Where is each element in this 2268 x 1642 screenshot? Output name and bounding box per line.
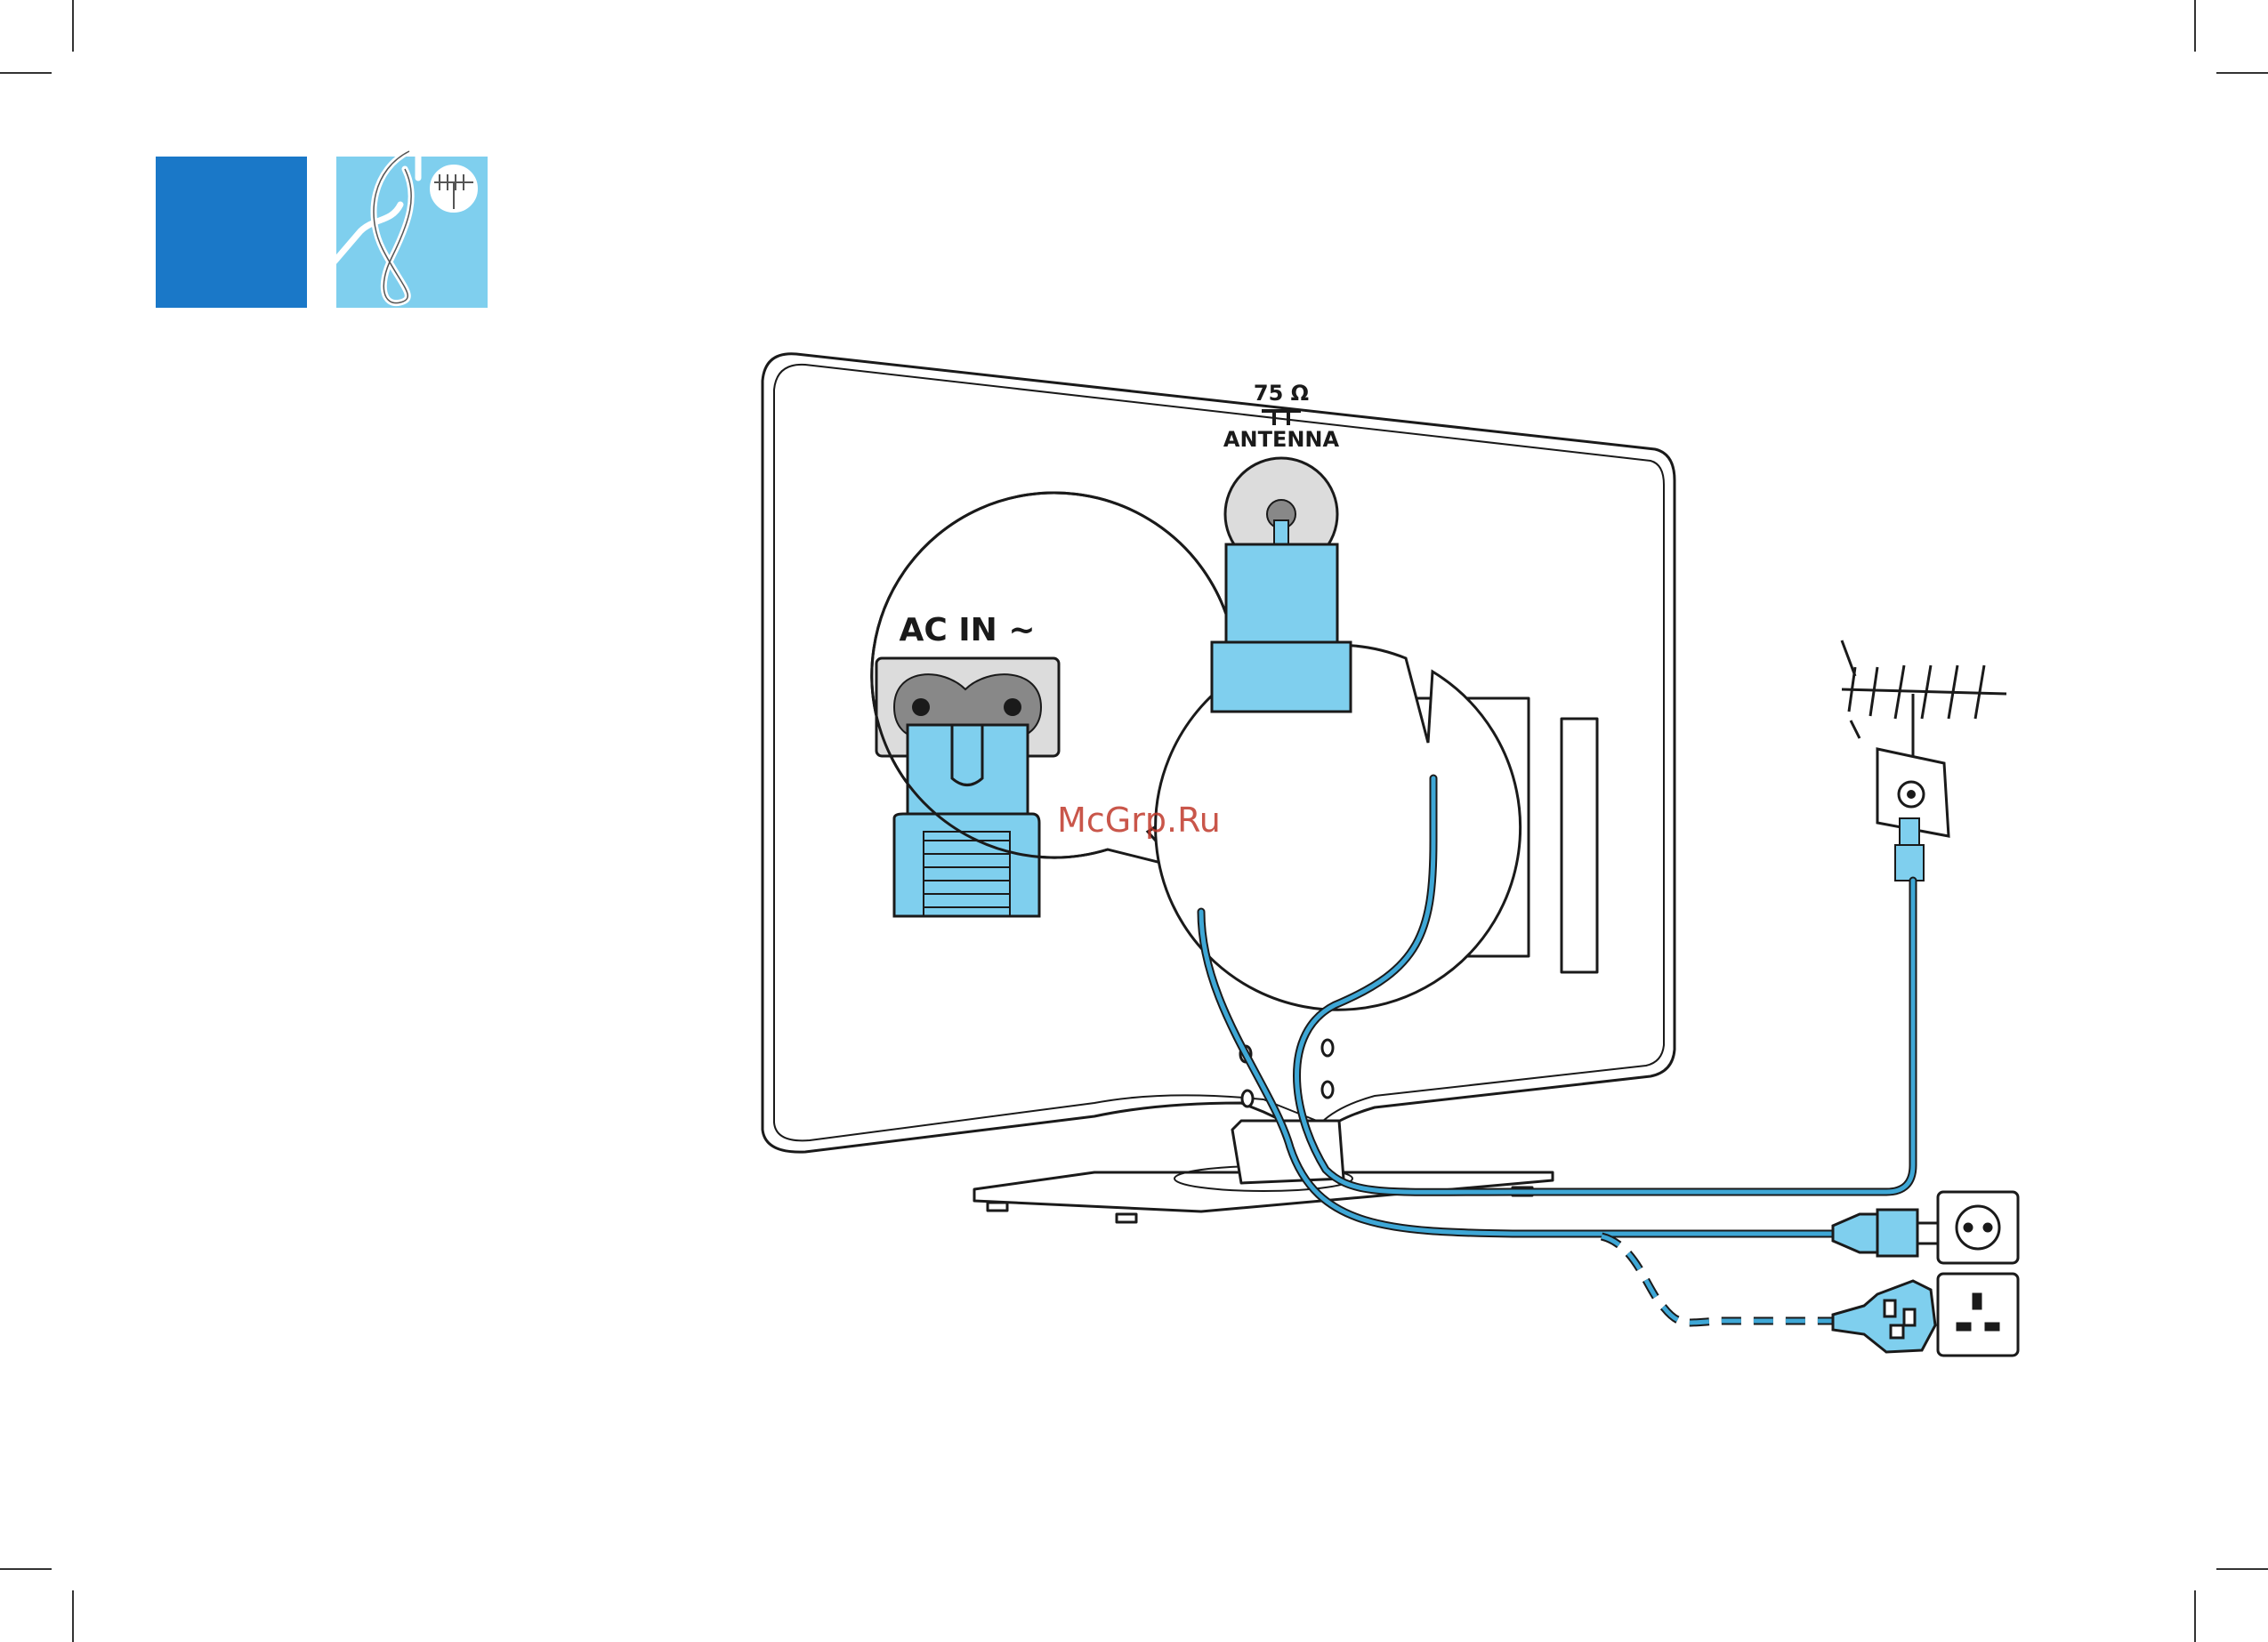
euro-wall-socket-icon	[1938, 1192, 2018, 1263]
antenna-label: ANTENNA	[1223, 427, 1340, 452]
step-tile	[156, 157, 307, 308]
accessory-tile	[334, 151, 488, 308]
uk-plug-alt-cable	[1602, 1236, 1833, 1323]
impedance-label: 75 Ω	[1254, 381, 1309, 406]
tv-stand	[974, 1121, 1553, 1222]
roof-antenna-icon	[1842, 640, 2006, 756]
watermark-text: McGrp.Ru	[1057, 801, 1221, 840]
uk-wall-socket-icon	[1938, 1274, 2018, 1356]
euro-power-plug-icon	[1833, 1210, 1944, 1256]
antenna-wall-socket-icon	[1877, 749, 1949, 881]
antenna-plug-head	[1226, 544, 1337, 642]
uk-power-plug-icon	[1833, 1281, 1935, 1352]
ac-in-label: AC IN ~	[899, 612, 1035, 648]
